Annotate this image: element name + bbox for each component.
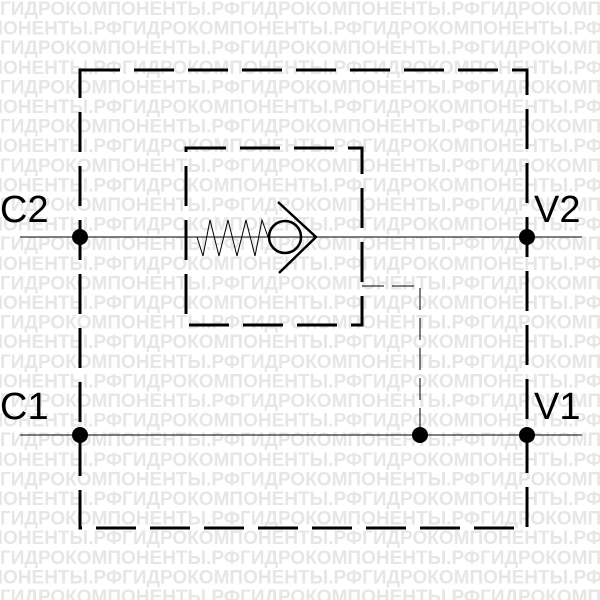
pilot-line	[362, 285, 421, 435]
port-label-c2: C2	[0, 189, 49, 231]
watermark-text: ГИДРОКОМПОНЕНТЫ.РФГИДРОКОМПОНЕНТЫ.РФГИДР…	[0, 313, 600, 334]
port-label-v2: V2	[534, 189, 580, 231]
watermark-text: ГИДРОКОМПОНЕНТЫ.РФГИДРОКОМПОНЕНТЫ.РФГИДР…	[0, 19, 600, 40]
watermark-text: ГИДРОКОМПОНЕНТЫ.РФГИДРОКОМПОНЕНТЫ.РФГИДР…	[0, 391, 600, 412]
port-label-c1: C1	[0, 386, 49, 428]
valve-seat-icon	[277, 201, 318, 274]
watermark-text: ГИДРОКОМПОНЕНТЫ.РФГИДРОКОМПОНЕНТЫ.РФГИДР…	[0, 469, 600, 490]
watermark-text: ГИДРОКОМПОНЕНТЫ.РФГИДРОКОМПОНЕНТЫ.РФГИДР…	[0, 587, 600, 600]
port-label-v1: V1	[534, 386, 580, 428]
watermark-text: ГИДРОКОМПОНЕНТЫ.РФГИДРОКОМПОНЕНТЫ.РФГИДР…	[0, 548, 600, 569]
watermark-text: ГИДРОКОМПОНЕНТЫ.РФГИДРОКОМПОНЕНТЫ.РФГИДР…	[0, 509, 600, 530]
watermark-text: ГИДРОКОМПОНЕНТЫ.РФГИДРОКОМПОНЕНТЫ.РФГИДР…	[0, 332, 600, 353]
watermark-text: ГИДРОКОМПОНЕНТЫ.РФГИДРОКОМПОНЕНТЫ.РФГИДР…	[0, 273, 600, 294]
watermark-text: ГИДРОКОМПОНЕНТЫ.РФГИДРОКОМПОНЕНТЫ.РФГИДР…	[0, 195, 600, 216]
spring-icon	[196, 218, 269, 257]
watermark-text: ГИДРОКОМПОНЕНТЫ.РФГИДРОКОМПОНЕНТЫ.РФГИДР…	[0, 58, 600, 79]
watermark-text: ГИДРОКОМПОНЕНТЫ.РФГИДРОКОМПОНЕНТЫ.РФГИДР…	[0, 38, 600, 59]
outer-block-boundary	[78, 68, 529, 530]
watermark-text: ГИДРОКОМПОНЕНТЫ.РФГИДРОКОМПОНЕНТЫ.РФГИДР…	[0, 117, 600, 138]
junction-dot-c1	[72, 427, 88, 443]
watermark-text: ГИДРОКОМПОНЕНТЫ.РФГИДРОКОМПОНЕНТЫ.РФГИДР…	[0, 97, 600, 118]
watermark-text: ГИДРОКОМПОНЕНТЫ.РФГИДРОКОМПОНЕНТЫ.РФГИДР…	[0, 352, 600, 373]
watermark-text: ГИДРОКОМПОНЕНТЫ.РФГИДРОКОМПОНЕНТЫ.РФГИДР…	[0, 450, 600, 471]
watermark-text: ГИДРОКОМПОНЕНТЫ.РФГИДРОКОМПОНЕНТЫ.РФГИДР…	[0, 411, 600, 432]
watermark-text: ГИДРОКОМПОНЕНТЫ.РФГИДРОКОМПОНЕНТЫ.РФГИДР…	[0, 293, 600, 314]
watermark-text: ГИДРОКОМПОНЕНТЫ.РФГИДРОКОМПОНЕНТЫ.РФГИДР…	[0, 528, 600, 549]
watermark-text: ГИДРОКОМПОНЕНТЫ.РФГИДРОКОМПОНЕНТЫ.РФГИДР…	[0, 254, 600, 275]
watermark-text: ГИДРОКОМПОНЕНТЫ.РФГИДРОКОМПОНЕНТЫ.РФГИДР…	[0, 567, 600, 588]
junction-dot-c2	[72, 229, 88, 245]
watermark-text: ГИДРОКОМПОНЕНТЫ.РФГИДРОКОМПОНЕНТЫ.РФГИДР…	[0, 175, 600, 196]
junction-dot-v1	[519, 427, 535, 443]
watermark-text: ГИДРОКОМПОНЕНТЫ.РФГИДРОКОМПОНЕНТЫ.РФГИДР…	[0, 77, 600, 98]
junction-dot-v2	[519, 229, 535, 245]
watermark-text: ГИДРОКОМПОНЕНТЫ.РФГИДРОКОМПОНЕНТЫ.РФГИДР…	[0, 0, 600, 20]
watermark-text: ГИДРОКОМПОНЕНТЫ.РФГИДРОКОМПОНЕНТЫ.РФГИДР…	[0, 215, 600, 236]
watermark-text: ГИДРОКОМПОНЕНТЫ.РФГИДРОКОМПОНЕНТЫ.РФГИДР…	[0, 489, 600, 510]
check-ball-icon	[267, 219, 303, 255]
watermark-text: ГИДРОКОМПОНЕНТЫ.РФГИДРОКОМПОНЕНТЫ.РФГИДР…	[0, 156, 600, 177]
watermark-text: ГИДРОКОМПОНЕНТЫ.РФГИДРОКОМПОНЕНТЫ.РФГИДР…	[0, 371, 600, 392]
junction-dot-pilot	[412, 427, 428, 443]
